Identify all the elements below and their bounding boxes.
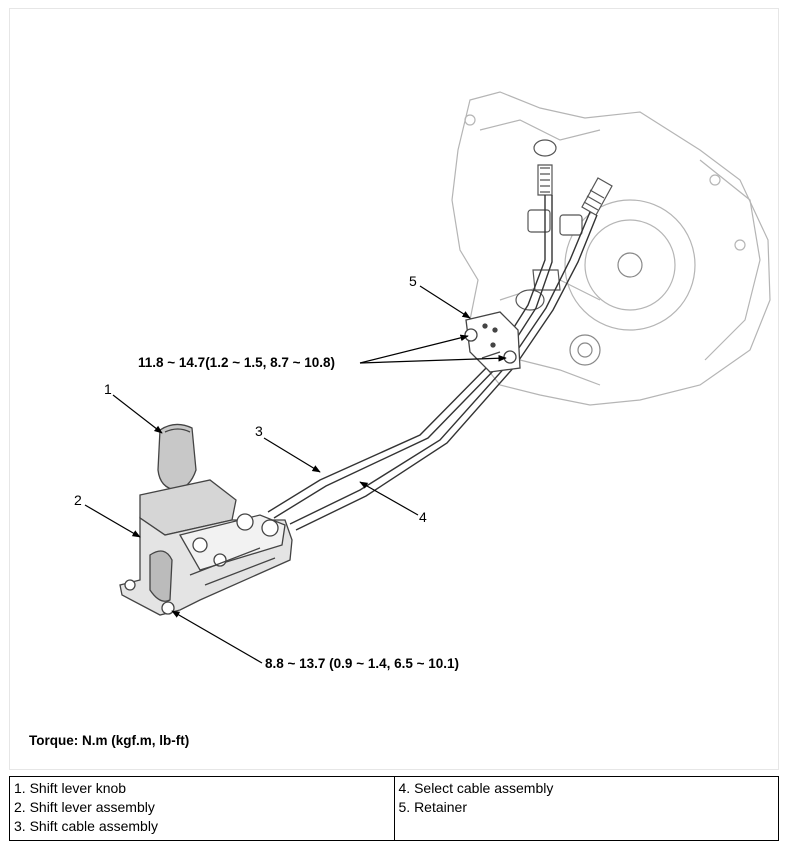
legend-left-column: 1. Shift lever knob 2. Shift lever assem…	[9, 776, 395, 841]
callout-3: 3	[255, 423, 263, 439]
legend-right-column: 4. Select cable assembly 5. Retainer	[393, 776, 779, 841]
legend-row: 1. Shift lever knob 2. Shift lever assem…	[9, 776, 779, 841]
legend-item-1: 1. Shift lever knob	[14, 780, 127, 796]
parts-legend-table: 1. Shift lever knob 2. Shift lever assem…	[9, 776, 779, 841]
figure-frame	[9, 8, 779, 770]
legend-item-5: 5. Retainer	[398, 799, 467, 815]
legend-item-3: 3. Shift cable assembly	[14, 818, 158, 834]
callout-1: 1	[104, 381, 112, 397]
legend-item-2: 2. Shift lever assembly	[14, 799, 155, 815]
callout-4: 4	[419, 509, 427, 525]
leader-lines	[84, 285, 507, 664]
shift-cable-diagram	[84, 91, 771, 664]
torque-units-note: Torque: N.m (kgf.m, lb-ft)	[29, 733, 190, 748]
transaxle-housing	[451, 91, 771, 406]
callout-2: 2	[74, 492, 82, 508]
shift-lever-assembly	[119, 479, 293, 616]
torque-retainer-bolts: 11.8 ~ 14.7(1.2 ~ 1.5, 8.7 ~ 10.8)	[138, 355, 336, 370]
legend-item-4: 4. Select cable assembly	[398, 780, 554, 796]
torque-lever-bolts: 8.8 ~ 13.7 (0.9 ~ 1.4, 6.5 ~ 10.1)	[265, 656, 460, 671]
callout-5: 5	[409, 273, 417, 289]
